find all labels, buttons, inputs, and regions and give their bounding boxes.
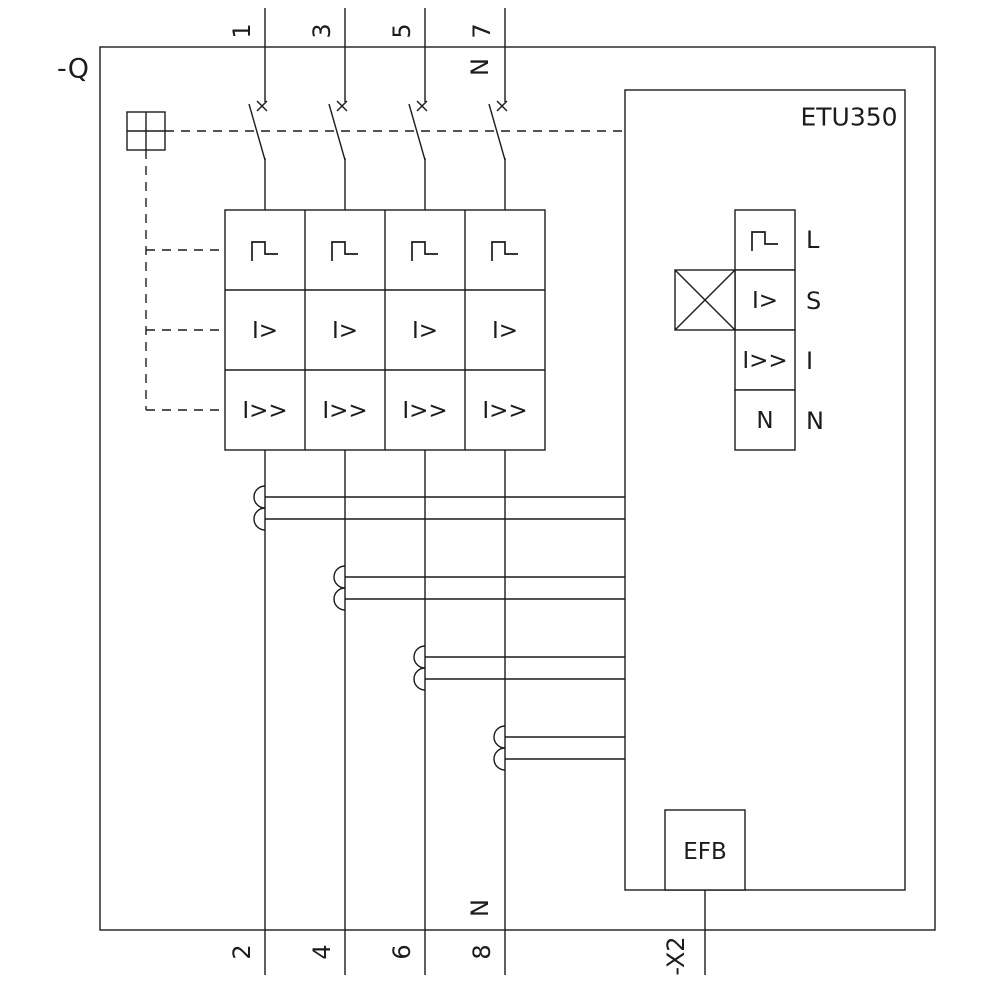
contact-cross-icon bbox=[336, 100, 348, 112]
short-circuit-label-3: I>> bbox=[402, 398, 447, 424]
contact-cross-icon bbox=[256, 100, 268, 112]
long-time-curve-icon bbox=[491, 241, 518, 261]
terminal-label-top-3: 3 bbox=[308, 23, 336, 38]
ct-coil-icon bbox=[413, 645, 426, 669]
long-time-curve-icon bbox=[751, 231, 778, 251]
contact-cross-icon bbox=[416, 100, 428, 112]
neutral-label-bottom: N bbox=[466, 899, 494, 917]
terminal-label-top-1: 1 bbox=[228, 23, 256, 38]
long-time-curve-icon bbox=[251, 241, 278, 261]
breaker-label: -Q bbox=[57, 54, 89, 85]
ct-coil-icon bbox=[493, 747, 506, 771]
etu-function-label-l: L bbox=[806, 226, 820, 254]
ct-sensor-3 bbox=[413, 645, 625, 691]
ct-coil-icon bbox=[253, 485, 266, 509]
ground-fault-sensor-icon bbox=[674, 269, 736, 331]
pole-1 bbox=[248, 8, 268, 975]
terminal-label-bottom-2: 2 bbox=[228, 944, 256, 959]
etu-unit bbox=[624, 89, 906, 975]
ct-coil-icon bbox=[253, 507, 266, 531]
overcurrent-label-4: I> bbox=[492, 318, 518, 344]
short-circuit-label-4: I>> bbox=[482, 398, 527, 424]
enclosure-border bbox=[99, 46, 936, 931]
terminal-label-bottom-8: 8 bbox=[468, 944, 496, 959]
etu-cell-label-s: I> bbox=[752, 288, 778, 314]
long-time-curve-icon bbox=[411, 241, 438, 261]
pole-3 bbox=[408, 8, 428, 975]
ct-sensor-1 bbox=[253, 485, 625, 531]
neutral-label-top: N bbox=[466, 58, 494, 76]
terminal-label-top-7: 7 bbox=[468, 23, 496, 38]
overcurrent-label-1: I> bbox=[252, 318, 278, 344]
etu-cell-label-i: I>> bbox=[742, 348, 787, 374]
short-circuit-label-2: I>> bbox=[322, 398, 367, 424]
terminal-label-bottom-6: 6 bbox=[388, 944, 416, 959]
ct-sensor-2 bbox=[333, 565, 625, 611]
etu-cell-i bbox=[734, 329, 796, 391]
terminal-label-bottom-4: 4 bbox=[308, 944, 336, 959]
ct-sensor-4 bbox=[493, 725, 625, 771]
contact-blade bbox=[408, 103, 426, 161]
etu-cell-n bbox=[734, 389, 796, 451]
trip-unit-grid bbox=[224, 209, 546, 451]
etu-cell-label-n: N bbox=[756, 408, 773, 434]
short-circuit-label-1: I>> bbox=[242, 398, 287, 424]
ct-coil-icon bbox=[333, 565, 346, 589]
efb-box bbox=[664, 809, 746, 891]
efb-label: EFB bbox=[683, 839, 727, 865]
ct-coil-icon bbox=[413, 667, 426, 691]
contact-blade bbox=[328, 103, 346, 161]
etu-cell-s bbox=[734, 269, 796, 331]
etu-title: ETU350 bbox=[800, 103, 897, 132]
contact-cross-icon bbox=[496, 100, 508, 112]
overcurrent-label-2: I> bbox=[332, 318, 358, 344]
etu-function-label-n: N bbox=[806, 407, 824, 435]
overcurrent-label-3: I> bbox=[412, 318, 438, 344]
pole-4-neutral bbox=[488, 8, 508, 975]
aux-terminal-label: -X2 bbox=[662, 936, 690, 975]
ct-coil-icon bbox=[493, 725, 506, 749]
mechanism bbox=[126, 111, 625, 411]
etu-function-label-s: S bbox=[806, 287, 821, 315]
contact-blade bbox=[488, 103, 506, 161]
terminal-label-top-5: 5 bbox=[388, 23, 416, 38]
pole-2 bbox=[328, 8, 348, 975]
long-time-curve-icon bbox=[331, 241, 358, 261]
contact-blade bbox=[248, 103, 266, 161]
etu-function-label-i: I bbox=[806, 347, 813, 375]
ct-coil-icon bbox=[333, 587, 346, 611]
